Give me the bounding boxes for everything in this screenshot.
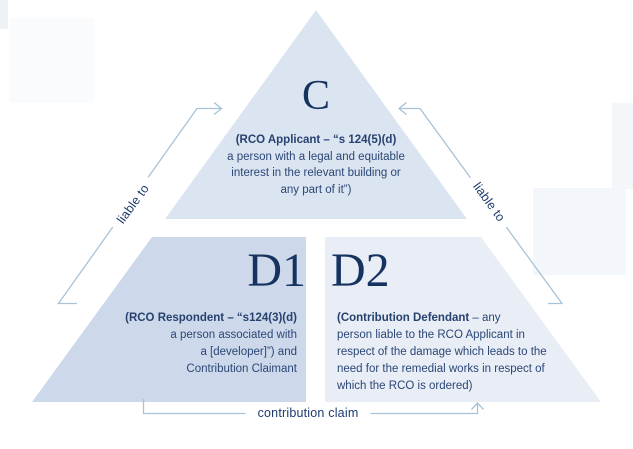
node-d1-letter: D1 (247, 244, 306, 297)
node-d2-letter: D2 (331, 244, 390, 297)
node-d1-description-line: (RCO Respondent – “s124(3)(d) (125, 312, 297, 324)
node-d1-description-line: Contribution Claimant (186, 363, 297, 375)
node-d2-description-bold: (Contribution Defendant (337, 312, 470, 324)
d1-block (32, 237, 306, 402)
node-d1-description-line: a [developer]”) and (200, 346, 297, 358)
arrowhead-right-icon (213, 101, 223, 116)
contribution-claim-label: contribution claim (245, 405, 371, 421)
node-c-letter: C (301, 73, 330, 119)
background-artifact (533, 188, 626, 275)
background-artifact (612, 103, 633, 189)
node-d2-description-line: need for the remedial works in respect o… (337, 363, 545, 375)
node-c-description-line: (RCO Applicant – “s 124(5)(d) (235, 134, 397, 146)
arrowhead-left-icon (397, 101, 407, 116)
node-d2-description-line: (Contribution Defendant – any (337, 310, 597, 327)
node-d2-description-rest: – any (469, 312, 501, 324)
node-d2-description-line: person liable to the RCO Applicant in (337, 329, 525, 341)
node-d2-description: (Contribution Defendant – any person lia… (337, 310, 597, 395)
node-c-description-line: interest in the relevant building or (231, 167, 401, 179)
node-d1-description: (RCO Respondent – “s124(3)(d) a person a… (77, 310, 297, 378)
node-c-description: (RCO Applicant – “s 124(5)(d) a person w… (196, 132, 436, 198)
node-d1-description-line: a person associated with (170, 329, 297, 341)
node-c-description-line: any part of it”) (280, 183, 352, 196)
node-c-description-line: a person with a legal and equitable (227, 150, 405, 163)
background-artifact (9, 18, 94, 103)
c-triangle (165, 10, 467, 219)
arrowhead-up-icon (471, 402, 484, 410)
d2-block (325, 237, 601, 402)
node-d2-description-line: which the RCO is ordered) (337, 380, 473, 392)
background-artifact (0, 0, 8, 29)
node-d2-description-line: respect of the damage which leads to the (337, 346, 547, 358)
